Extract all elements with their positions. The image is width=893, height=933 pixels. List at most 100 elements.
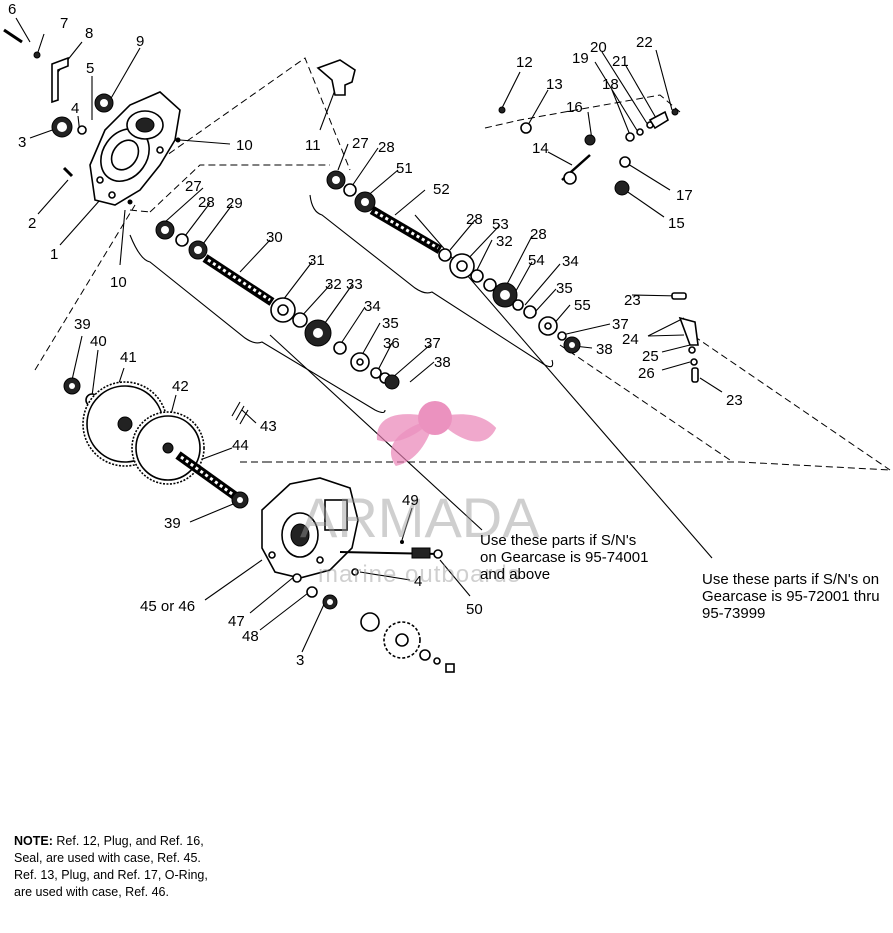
- ref-23: 23: [624, 292, 641, 309]
- middle-shaft-assembly: [155, 220, 400, 390]
- ref-32b: 32: [496, 233, 513, 250]
- part-42-large-gear: [131, 411, 205, 485]
- ref-1: 1: [50, 246, 58, 263]
- ref-39: 39: [74, 316, 91, 333]
- ref-47: 47: [228, 613, 245, 630]
- ref-22: 22: [636, 34, 653, 51]
- ref-50: 50: [466, 601, 483, 618]
- ref-30: 30: [266, 229, 283, 246]
- ref-40: 40: [90, 333, 107, 350]
- ref-48: 48: [242, 628, 259, 645]
- note-lead: NOTE:: [14, 834, 53, 848]
- part-23b-pin: [691, 367, 699, 383]
- svg-text:Seal, are used with case, Ref.: Seal, are used with case, Ref. 45.: [14, 851, 201, 865]
- part-28c-washer: [438, 248, 452, 262]
- part-38-bearing: [384, 374, 400, 390]
- watermark-tagline: marine outboards: [318, 561, 521, 588]
- ref-28c: 28: [466, 211, 483, 228]
- part-43-spring: [231, 401, 249, 425]
- ref-37b: 37: [612, 316, 629, 333]
- part-8-bracket: [51, 56, 69, 104]
- ref-54: 54: [528, 252, 545, 269]
- ref-3b: 3: [296, 652, 304, 669]
- part-17-oring: [619, 156, 631, 168]
- ref-35b: 35: [556, 280, 573, 297]
- part-6-screw: [3, 28, 23, 44]
- part-48-plug: [306, 586, 318, 598]
- ref-53: 53: [492, 216, 509, 233]
- ref-17: 17: [676, 187, 693, 204]
- ref-10b: 10: [110, 274, 127, 291]
- ref-23b: 23: [726, 392, 743, 409]
- propeller-logo: [376, 401, 497, 467]
- ref-35: 35: [382, 315, 399, 332]
- part-11-shift-fork: [316, 59, 356, 96]
- svg-text:on Gearcase is 95-74001: on Gearcase is 95-74001: [480, 549, 648, 566]
- ref-42: 42: [172, 378, 189, 395]
- part-10-pin: [175, 137, 181, 143]
- part-26-ball: [690, 358, 698, 366]
- svg-text:and above: and above: [480, 566, 550, 583]
- watermark-brand: ARMADA: [300, 486, 540, 549]
- ref-27b: 27: [185, 178, 202, 195]
- callout-lower: Use these parts if S/N's on Gearcase is …: [702, 571, 880, 622]
- part-32-washer: [292, 312, 308, 328]
- ref-19: 19: [572, 50, 589, 67]
- part-23-pin: [671, 292, 687, 300]
- ref-28b: 28: [198, 194, 215, 211]
- svg-text:Use these parts if S/N's on: Use these parts if S/N's on: [702, 571, 879, 588]
- ref-18: 18: [602, 76, 619, 93]
- svg-text:95-73999: 95-73999: [702, 605, 765, 622]
- ref-29: 29: [226, 195, 243, 212]
- part-10b-pin: [127, 199, 133, 205]
- ref-31: 31: [308, 252, 325, 269]
- dashed-reference-lines: [34, 57, 891, 471]
- ref-16: 16: [566, 99, 583, 116]
- ref-43: 43: [260, 418, 277, 435]
- ref-28d: 28: [530, 226, 547, 243]
- ref-44: 44: [232, 437, 249, 454]
- ref-26: 26: [638, 365, 655, 382]
- part-21-lever: [648, 110, 669, 130]
- ref-34: 34: [364, 298, 381, 315]
- part-12-plug: [498, 106, 506, 114]
- part-35b-ring: [523, 305, 537, 319]
- part-28d-washer: [483, 278, 497, 292]
- part-15-nut: [614, 180, 630, 196]
- ref-13: 13: [546, 76, 563, 93]
- part-32b-washer: [470, 269, 484, 283]
- part-19-ring: [636, 128, 644, 136]
- ref-2: 2: [28, 215, 36, 232]
- ref-6: 6: [8, 1, 16, 18]
- part-28-washer: [175, 233, 189, 247]
- ref-45-46: 45 or 46: [140, 598, 195, 615]
- ref-27: 27: [352, 135, 369, 152]
- callout-upper: Use these parts if S/N's on Gearcase is …: [480, 532, 648, 583]
- part-7-washer: [33, 51, 41, 59]
- assembly-brackets: [129, 194, 554, 414]
- reference-numbers: 6 7 8 9 5 4 3 10 11 2 1 10 12 13 14 15 1…: [8, 1, 743, 669]
- ref-39b: 39: [164, 515, 181, 532]
- ref-51: 51: [396, 160, 413, 177]
- svg-text:NOTE: Ref. 12, Plug, and Ref.: NOTE: Ref. 12, Plug, and Ref. 16,: [14, 834, 204, 848]
- part-24-detent: [678, 316, 699, 346]
- ref-5: 5: [86, 60, 94, 77]
- svg-text:Use these parts if S/N's: Use these parts if S/N's: [480, 532, 636, 549]
- part-45-lower-gearcase: [261, 477, 359, 579]
- ref-8: 8: [85, 25, 93, 42]
- part-4-bushing: [77, 125, 87, 135]
- ref-10: 10: [236, 137, 253, 154]
- part-28b-washer: [343, 183, 357, 197]
- ref-9: 9: [136, 33, 144, 50]
- part-49-pin: [400, 540, 404, 544]
- part-36-washer: [370, 367, 382, 379]
- ref-15: 15: [668, 215, 685, 232]
- ref-28: 28: [378, 139, 395, 156]
- ref-4: 4: [71, 100, 79, 117]
- part-1-upper-gearcase: [89, 91, 181, 206]
- ref-7: 7: [60, 15, 68, 32]
- part-47-washer: [292, 573, 302, 583]
- ref-55: 55: [574, 297, 591, 314]
- ref-11: 11: [305, 137, 321, 154]
